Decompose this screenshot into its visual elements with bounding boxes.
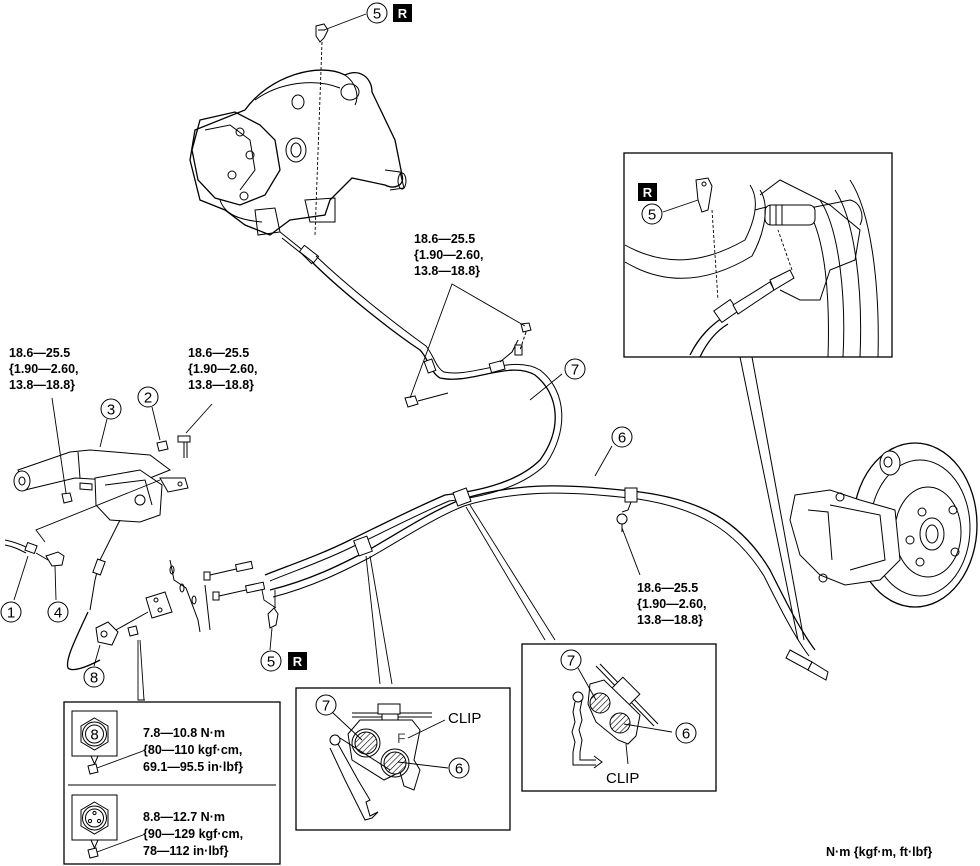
torque-spec-bolt-8: 7.8—10.8 N·m {80—110 kgf·cm, 69.1—95.5 i… [143, 726, 243, 774]
callout-7-clip-right: 7 [560, 649, 582, 671]
svg-text:6: 6 [618, 430, 626, 447]
svg-text:6: 6 [455, 761, 463, 778]
svg-text:8.8—12.7 N·m: 8.8—12.7 N·m [143, 810, 225, 824]
inset-clip-detail [623, 152, 893, 641]
torque-spec-center: 18.6—25.5 {1.90—2.60, 13.8—18.8} [414, 232, 484, 278]
callout-4: 4 [47, 601, 69, 623]
lever-bolt-left [51, 397, 73, 504]
cable-bracket-bolt-center-left [404, 392, 449, 408]
svg-text:7: 7 [567, 653, 575, 670]
svg-text:8: 8 [90, 727, 98, 744]
svg-text:18.6—25.5: 18.6—25.5 [9, 346, 70, 360]
svg-text:{90—129 kgf·cm,: {90—129 kgf·cm, [143, 827, 243, 841]
svg-text:7: 7 [571, 362, 579, 379]
switch-connector-1 [4, 539, 38, 601]
clip-label-left: CLIP [448, 710, 481, 727]
torque-spec-bolt-other: 8.8—12.7 N·m {90—129 kgf·cm, 78—112 in·l… [143, 810, 243, 858]
svg-text:1: 1 [7, 605, 15, 622]
svg-text:5: 5 [267, 654, 275, 671]
callout-5-bottom: 5 [260, 650, 282, 672]
rear-caliper-knuckle-left [189, 69, 407, 236]
svg-text:3: 3 [107, 402, 115, 419]
callout-2: 2 [137, 386, 161, 441]
hex-bolt-head-three-dots-icon [71, 794, 144, 859]
svg-text:5: 5 [373, 6, 381, 23]
callout-6-clip-left: 6 [448, 757, 470, 779]
callout-3: 3 [99, 398, 122, 448]
svg-text:R: R [398, 6, 408, 21]
svg-text:13.8—18.8}: 13.8—18.8} [637, 613, 703, 627]
svg-text:{80—110 kgf·cm,: {80—110 kgf·cm, [143, 743, 242, 757]
svg-text:18.6—25.5: 18.6—25.5 [414, 232, 475, 246]
svg-text:13.8—18.8}: 13.8—18.8} [9, 378, 75, 392]
svg-text:R: R [293, 654, 303, 669]
torque-spec-lever-left: 18.6—25.5 {1.90—2.60, 13.8—18.8} [9, 346, 79, 392]
units-label: N·m {kgf·m, ft·lbf} [826, 845, 932, 859]
callout-5-top: 5 [366, 2, 388, 24]
nut-2 [156, 440, 169, 452]
svg-text:{1.90—2.60,: {1.90—2.60, [637, 597, 707, 611]
front-cable-equalizer-8 [93, 559, 266, 701]
clip-detail-right [521, 643, 717, 792]
svg-text:R: R [643, 185, 653, 200]
svg-text:13.8—18.8}: 13.8—18.8} [188, 378, 254, 392]
rear-caliper-disc-right [789, 442, 978, 608]
callout-6-clip-right: 6 [675, 722, 697, 744]
svg-text:7: 7 [322, 698, 330, 715]
svg-text:8: 8 [90, 670, 98, 687]
replace-badge-inset: R [638, 183, 657, 201]
svg-text:13.8—18.8}: 13.8—18.8} [414, 264, 480, 278]
svg-text:F: F [397, 730, 406, 746]
svg-text:{1.90—2.60,: {1.90—2.60, [188, 362, 258, 376]
svg-text:6: 6 [682, 726, 690, 743]
svg-text:2: 2 [144, 390, 152, 407]
svg-text:78—112 in·lbf}: 78—112 in·lbf} [143, 844, 229, 858]
svg-text:{1.90—2.60,: {1.90—2.60, [9, 362, 79, 376]
callout-5-inset: 5 [641, 203, 663, 225]
svg-text:{1.90—2.60,: {1.90—2.60, [414, 248, 484, 262]
retaining-clip-top [314, 13, 367, 236]
svg-text:69.1—95.5 in·lbf}: 69.1—95.5 in·lbf} [143, 760, 243, 774]
torque-leader-right [621, 527, 641, 576]
svg-text:7.8—10.8 N·m: 7.8—10.8 N·m [143, 726, 225, 740]
callout-1: 1 [0, 601, 22, 623]
retaining-clip-bottom [261, 589, 279, 651]
svg-text:4: 4 [54, 605, 62, 622]
replace-badge-top: R [393, 4, 412, 22]
cable-clamp-center [353, 504, 556, 685]
switch-4 [35, 479, 161, 601]
callout-7-main: 7 [564, 358, 586, 380]
svg-text:18.6—25.5: 18.6—25.5 [188, 346, 249, 360]
svg-text:18.6—25.5: 18.6—25.5 [637, 581, 698, 595]
torque-spec-lever-right: 18.6—25.5 {1.90—2.60, 13.8—18.8} [188, 346, 258, 392]
lever-bolt-right [177, 403, 213, 458]
svg-text:5: 5 [648, 207, 656, 224]
replace-badge-bottom: R [288, 652, 307, 670]
callout-7-clip-left: 7 [315, 694, 337, 716]
torque-spec-right: 18.6—25.5 {1.90—2.60, 13.8—18.8} [637, 581, 707, 627]
callout-8-main: 8 [83, 666, 105, 688]
callout-6-main: 6 [611, 426, 633, 448]
rear-cable-left-7 [264, 231, 563, 582]
torque-leader-center [409, 283, 526, 399]
clip-label-right: CLIP [606, 770, 639, 787]
parking-brake-lever [13, 449, 189, 671]
hex-bolt-head-8-icon: 8 [71, 710, 144, 775]
